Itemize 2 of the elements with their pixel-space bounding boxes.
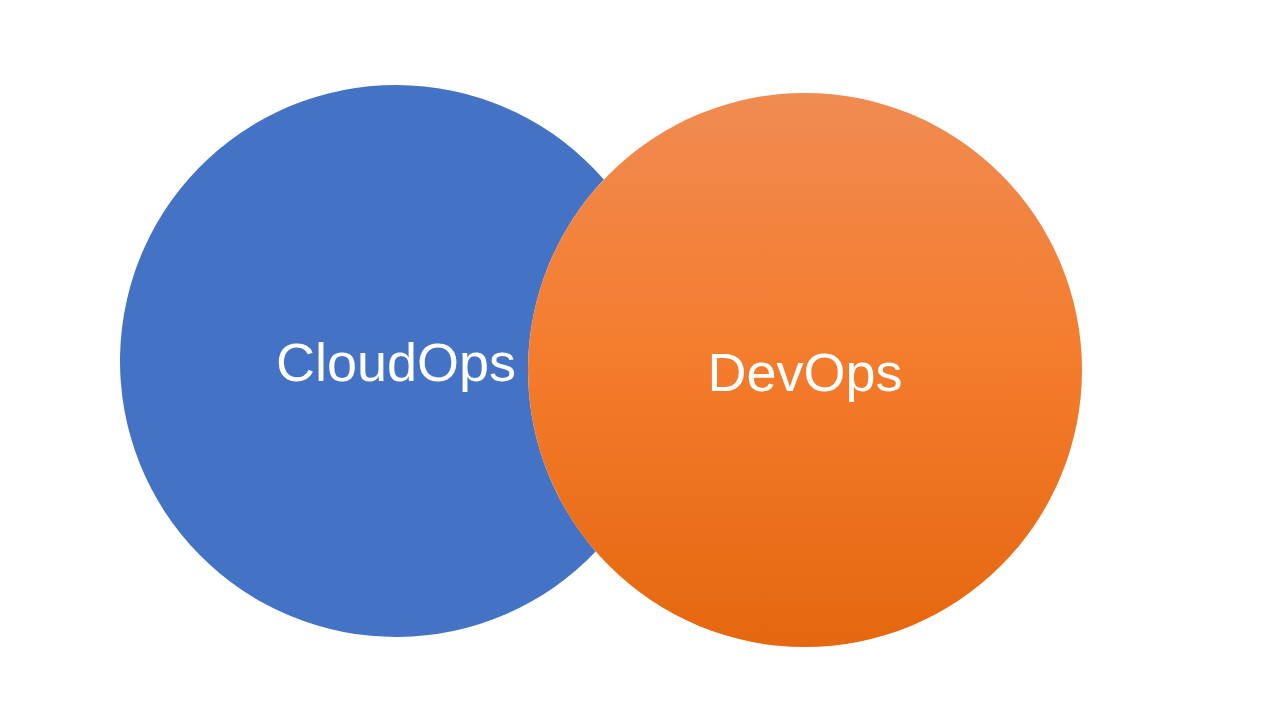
circle-label: CloudOps	[275, 333, 517, 393]
circle-label: DevOps	[707, 343, 903, 403]
